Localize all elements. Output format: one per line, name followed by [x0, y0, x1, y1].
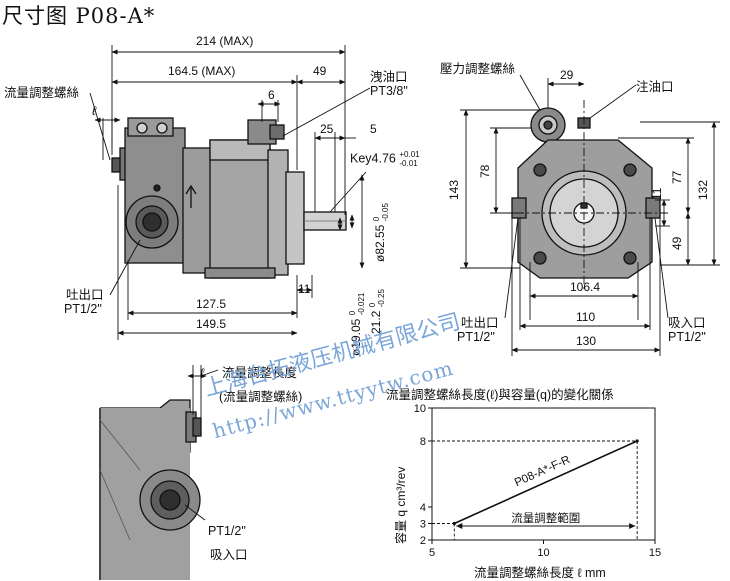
flow-screw-paren-label: (流量調整螺絲) — [219, 390, 303, 404]
outlet-port-label: 吐出口 — [66, 288, 104, 302]
key-label: Key4.76 +0.01 -0.01 — [350, 150, 420, 168]
series-point-0-0 — [452, 521, 456, 526]
x-tick-label-2: 15 — [649, 547, 661, 559]
key-tol-lower: -0.01 — [399, 159, 418, 168]
drain-port-label: 洩油口 — [370, 70, 408, 84]
dim-106-4: 106.4 — [570, 280, 601, 294]
range-arrow-left — [456, 523, 463, 529]
detail-inlet-label: 吸入口 — [210, 548, 248, 562]
series-point-0-1 — [635, 439, 639, 443]
dim-6: 6 — [268, 88, 275, 102]
x-tick-label-1: 10 — [537, 547, 549, 559]
dim-214: 214 (MAX) — [196, 34, 254, 48]
detail-view-pump — [99, 399, 202, 580]
flow-screw-label: 流量調整螺絲 — [4, 86, 80, 100]
range-arrow-right — [629, 523, 636, 529]
detail-view-dims — [184, 365, 219, 521]
dim-5: 5 — [370, 122, 377, 136]
chart-title: 流量調整螺絲長度(ℓ)與容量(q)的變化關係 — [386, 388, 614, 402]
y-tick-label-4: 10 — [414, 403, 426, 415]
y-tick-label-0: 2 — [420, 535, 426, 547]
range-label: 流量調整範圍 — [511, 511, 580, 525]
dim-164-5: 164.5 (MAX) — [168, 64, 236, 78]
dim-49-front: 49 — [313, 64, 327, 78]
dim-29: 29 — [560, 68, 574, 82]
key-tol-upper: +0.01 — [399, 150, 420, 159]
dim-110: 110 — [576, 310, 596, 324]
detail-ell-label: ℓ — [200, 366, 205, 380]
front-view-dims — [89, 45, 371, 340]
y-tick-label-1: 3 — [420, 519, 426, 531]
dim-11-front: 11 — [298, 282, 311, 296]
dim-149-5: 149.5 — [196, 317, 227, 331]
ell-label: ℓ — [92, 104, 97, 118]
dim-130: 130 — [576, 334, 597, 348]
dim-127-5: 127.5 — [196, 297, 227, 311]
side-outlet-size: PT1/2" — [457, 330, 495, 344]
side-view-dims — [460, 74, 720, 356]
fill-port-label: 注油口 — [636, 80, 674, 94]
side-inlet-label: 吸入口 — [668, 316, 706, 330]
side-inlet-size: PT1/2" — [668, 330, 706, 344]
front-view-pump — [111, 117, 347, 279]
series-line-0 — [453, 440, 638, 525]
key-tolerance: +0.01 -0.01 — [399, 150, 419, 168]
y-tick-label-2: 4 — [420, 502, 426, 514]
side-outlet-label: 吐出口 — [461, 316, 499, 330]
key-label-text: Key4.76 — [350, 151, 396, 166]
detail-port-size: PT1/2" — [208, 524, 246, 538]
y-tick-label-3: 8 — [420, 436, 426, 448]
page-title: 尺寸图 P08-A* — [2, 4, 156, 28]
pressure-screw-label: 壓力調整螺絲 — [440, 62, 516, 76]
x-tick-label-0: 5 — [429, 547, 435, 559]
outlet-port-size: PT1/2" — [64, 302, 102, 316]
drain-port-size: PT3/8" — [370, 84, 408, 98]
chart-xlabel: 流量調整螺絲長度 ℓ mm — [474, 566, 606, 580]
dim-25: 25 — [320, 122, 334, 136]
flow-length-label: 流量調整長度 — [222, 366, 298, 380]
